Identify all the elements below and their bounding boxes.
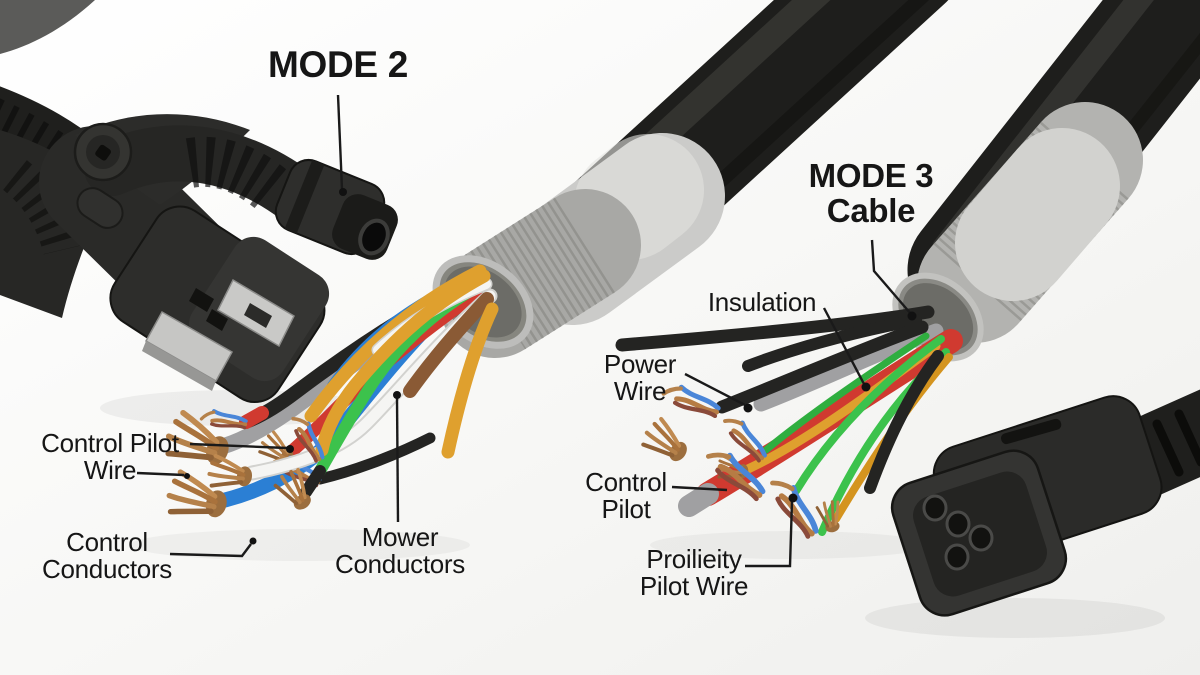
leader-control-pilot-right (671, 485, 728, 492)
leader-mode2 (336, 94, 347, 196)
mode2-plug (0, 86, 398, 403)
label-power-wire: Power Wire (603, 349, 677, 407)
label-proximity-pilot-wire: Proilieity Pilot Wire (639, 544, 749, 602)
corner-cable-fragment (0, 0, 95, 54)
shadows (100, 390, 1165, 638)
mode3-connector (890, 389, 1200, 617)
leader-insulation (822, 307, 871, 392)
leader-control-pilot-wire-b (136, 471, 190, 479)
mode3-wire-fan (615, 305, 963, 539)
label-control-pilot: Control Pilot (585, 467, 667, 525)
label-insulation: Insulation (707, 287, 817, 317)
title-mode3: MODE 3 Cable (808, 157, 934, 230)
label-control-conductors: Control Conductors (42, 527, 172, 585)
leader-lines (136, 94, 917, 568)
leader-control-conductors (169, 537, 257, 558)
leader-mower-conductors (393, 391, 401, 523)
leader-power-wire (684, 372, 753, 413)
leader-control-pilot-wire-a (189, 442, 294, 453)
title-mode2: MODE 2 (267, 44, 409, 85)
mode2-cable (432, 0, 949, 358)
connector-pin-holes (922, 494, 994, 571)
plug-blades (142, 278, 295, 391)
label-mower-conductors: Mower Conductors (335, 522, 465, 580)
mode2-wire-fan (163, 264, 499, 524)
leader-mode3 (870, 239, 917, 321)
mode2-small-connector (274, 158, 398, 260)
label-control-pilot-wire: Control Pilot Wire (41, 428, 179, 486)
leader-proximity-pilot-wire (745, 493, 798, 568)
